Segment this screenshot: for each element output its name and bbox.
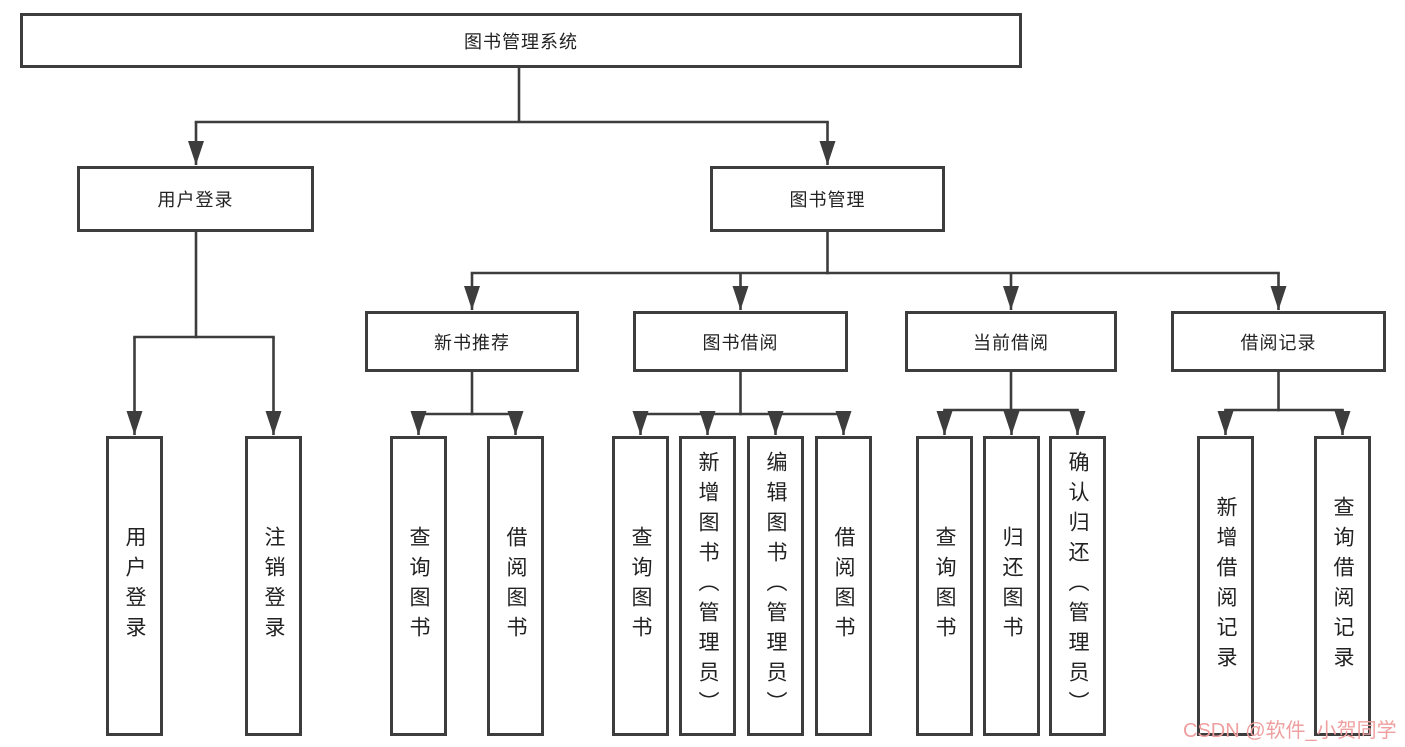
leaf-search-books-current: 查询图书 (916, 436, 973, 736)
leaf-borrow-books-recommend: 借阅图书 (487, 436, 544, 736)
leaf-user-login: 用户登录 (106, 436, 163, 736)
node-label: 用户登录 (157, 190, 234, 210)
node-label: 确认归还（管理员） (1066, 451, 1089, 721)
node-label: 查询图书 (933, 526, 956, 646)
node-label: 编辑图书（管理员） (764, 451, 787, 721)
node-label: 图书管理系统 (464, 31, 578, 52)
leaf-add-borrow-record: 新增借阅记录 (1197, 436, 1254, 736)
node-label: 图书借阅 (702, 332, 779, 353)
leaf-borrow-books-borrowing: 借阅图书 (815, 436, 872, 736)
leaf-return-books: 归还图书 (983, 436, 1040, 736)
node-label: 借阅图书 (832, 526, 855, 646)
leaf-search-books-borrowing: 查询图书 (612, 436, 669, 736)
node-label: 查询图书 (407, 526, 430, 646)
node-label: 新书推荐 (434, 332, 510, 353)
leaf-search-borrow-record: 查询借阅记录 (1314, 436, 1371, 736)
node-label: 查询借阅记录 (1331, 496, 1354, 676)
node-new-book-recommendation: 新书推荐 (365, 311, 579, 372)
leaf-add-book-admin: 新增图书（管理员） (679, 436, 736, 736)
leaf-search-books-recommend: 查询图书 (390, 436, 447, 736)
node-label: 新增借阅记录 (1214, 496, 1237, 676)
node-book-management: 图书管理 (710, 166, 945, 232)
node-label: 借阅记录 (1240, 332, 1317, 353)
leaf-edit-book-admin: 编辑图书（管理员） (747, 436, 804, 736)
node-label: 归还图书 (1000, 526, 1023, 646)
node-label: 用户登录 (123, 526, 146, 646)
node-label: 借阅图书 (504, 526, 527, 646)
leaf-confirm-return-admin: 确认归还（管理员） (1049, 436, 1106, 736)
node-library-management-system: 图书管理系统 (20, 13, 1022, 68)
node-borrowing-records: 借阅记录 (1171, 311, 1386, 372)
node-label: 注销登录 (262, 526, 285, 646)
node-book-borrowing: 图书借阅 (633, 311, 848, 372)
node-user-login: 用户登录 (77, 166, 314, 232)
node-current-borrowing: 当前借阅 (905, 311, 1117, 372)
node-label: 查询图书 (629, 526, 652, 646)
node-label: 图书管理 (789, 190, 866, 210)
node-label: 新增图书（管理员） (696, 451, 719, 721)
csdn-watermark: CSDN @软件_小贺同学 (1183, 720, 1397, 742)
node-label: 当前借阅 (973, 332, 1049, 353)
leaf-logout: 注销登录 (245, 436, 302, 736)
